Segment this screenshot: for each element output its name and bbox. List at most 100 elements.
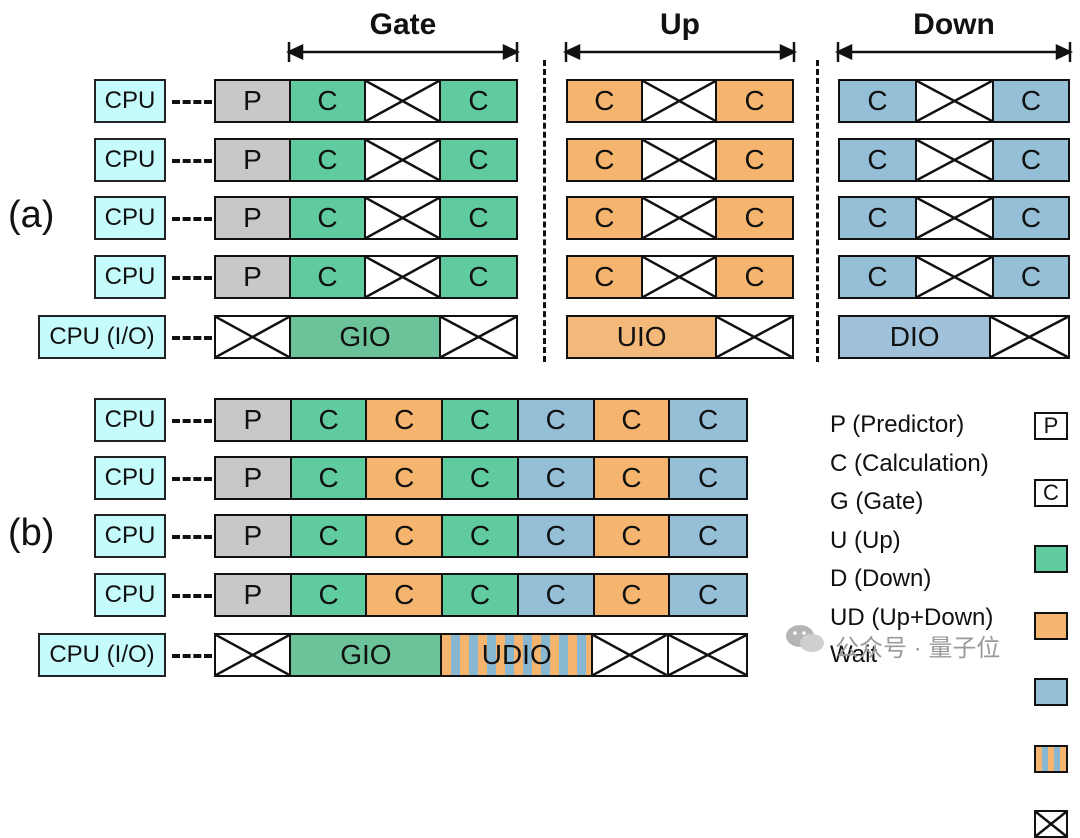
wait-cell — [366, 257, 441, 297]
down-calc-cell: C — [840, 257, 917, 297]
up-calc-cell-label: C — [594, 261, 615, 292]
up-calc-cell: C — [594, 575, 671, 615]
connector-a-2 — [172, 159, 212, 163]
up-calc-cell: C — [568, 81, 643, 121]
down-calc-cell-label: C — [1020, 144, 1042, 175]
legend-label: C (Calculation) — [830, 450, 989, 477]
gate-calc-cell: C — [441, 140, 516, 180]
down-calc-cell: C — [518, 400, 595, 440]
up-calc-cell-label: C — [594, 144, 615, 175]
cpu-io-box-b-text: CPU (I/O) — [49, 641, 155, 668]
gate-calc-cell: C — [441, 257, 516, 297]
down-calc-cell: C — [670, 458, 747, 498]
down-calc-cell: C — [518, 575, 595, 615]
connector-a-3 — [172, 217, 212, 221]
up-calc-cell-label: C — [394, 579, 415, 610]
uio-cell-label: UIO — [616, 321, 667, 352]
section-label-b: (b) — [8, 512, 55, 554]
wait-cell — [366, 81, 441, 121]
down-calc-cell-label: C — [867, 85, 888, 116]
cpu-box-b-2-text: CPU — [104, 464, 156, 491]
down-calc-cell-label: C — [545, 520, 566, 551]
header-gate: Gate — [369, 8, 437, 41]
cpu-box-a-3: CPU — [94, 196, 166, 240]
gate-calc-cell: C — [291, 458, 368, 498]
up-calc-cell: C — [367, 516, 444, 556]
gate-calc-cell: C — [291, 575, 368, 615]
cpu-box-b-1: CPU — [94, 398, 166, 442]
gate-calc-cell-label: C — [468, 144, 489, 175]
up-calc-cell: C — [717, 257, 792, 297]
down-calc-cell: C — [670, 400, 747, 440]
connector-a-4 — [172, 276, 212, 280]
predictor-cell-label: P — [243, 144, 262, 175]
gate-calc-cell-label: C — [468, 261, 489, 292]
connector-b-1 — [172, 419, 212, 423]
down-calc-cell-label: C — [867, 202, 888, 233]
up-calc-cell: C — [594, 458, 671, 498]
wait-cell — [917, 140, 994, 180]
down-calc-cell-label: C — [1020, 202, 1042, 233]
legend-label: UD (Up+Down) — [830, 604, 994, 631]
up-calc-cell: C — [594, 516, 671, 556]
connector-io-a — [172, 336, 212, 340]
legend-swatch — [1034, 678, 1068, 706]
wait-cell — [917, 257, 994, 297]
gio-cell-label: GIO — [340, 639, 392, 670]
gate-calc-cell-label: C — [318, 404, 339, 435]
predictor-cell-label: P — [243, 261, 262, 292]
gate-calc-cell-label: C — [469, 579, 491, 610]
gate-calc-cell-label: C — [469, 462, 491, 493]
uio-cell: UIO — [568, 317, 718, 357]
gate-calc-cell: C — [291, 81, 366, 121]
gate-calc-cell-label: C — [469, 404, 491, 435]
legend-label: G (Gate) — [830, 488, 924, 515]
predictor-cell: P — [216, 81, 291, 121]
gate-calc-cell: C — [291, 198, 366, 238]
udio-cell: UDIO — [442, 635, 594, 675]
up-calc-cell-label: C — [744, 261, 765, 292]
connector-b-2 — [172, 477, 212, 481]
legend-label: Wait — [830, 641, 878, 668]
connector-a-1 — [172, 100, 212, 104]
dio-cell-label: DIO — [889, 321, 940, 352]
legend-box-letter: C — [1043, 480, 1059, 505]
gate-calc-cell: C — [291, 140, 366, 180]
gate-calc-cell: C — [443, 458, 519, 498]
gio-cell-label: GIO — [339, 321, 391, 352]
gate-calc-cell-label: C — [317, 202, 338, 233]
gate-calc-cell: C — [291, 257, 366, 297]
wait-cell — [991, 317, 1068, 357]
down-calc-cell: C — [840, 81, 917, 121]
down-calc-cell: C — [994, 140, 1068, 180]
predictor-cell: P — [216, 198, 291, 238]
predictor-cell-label: P — [243, 520, 263, 551]
header-arrows — [286, 42, 1073, 62]
legend-swatch — [1034, 545, 1068, 573]
wechat-icon — [786, 625, 824, 652]
gate-calc-cell: C — [291, 516, 368, 556]
cpu-box-a-3-text: CPU — [104, 204, 156, 231]
down-calc-cell: C — [518, 458, 595, 498]
down-calc-cell: C — [994, 198, 1068, 238]
up-calc-cell-label: C — [621, 462, 642, 493]
cpu-box-b-3: CPU — [94, 514, 166, 558]
wait-cell — [216, 317, 292, 357]
up-calc-cell: C — [568, 257, 643, 297]
wait-cell — [441, 317, 516, 357]
cpu-io-box-a-text: CPU (I/O) — [49, 323, 155, 350]
up-calc-cell-label: C — [594, 85, 615, 116]
down-calc-cell-label: C — [698, 579, 719, 610]
down-calc-cell-label: C — [1020, 261, 1042, 292]
up-calc-cell: C — [717, 198, 792, 238]
gate-calc-cell: C — [443, 516, 519, 556]
up-calc-cell-label: C — [744, 144, 765, 175]
